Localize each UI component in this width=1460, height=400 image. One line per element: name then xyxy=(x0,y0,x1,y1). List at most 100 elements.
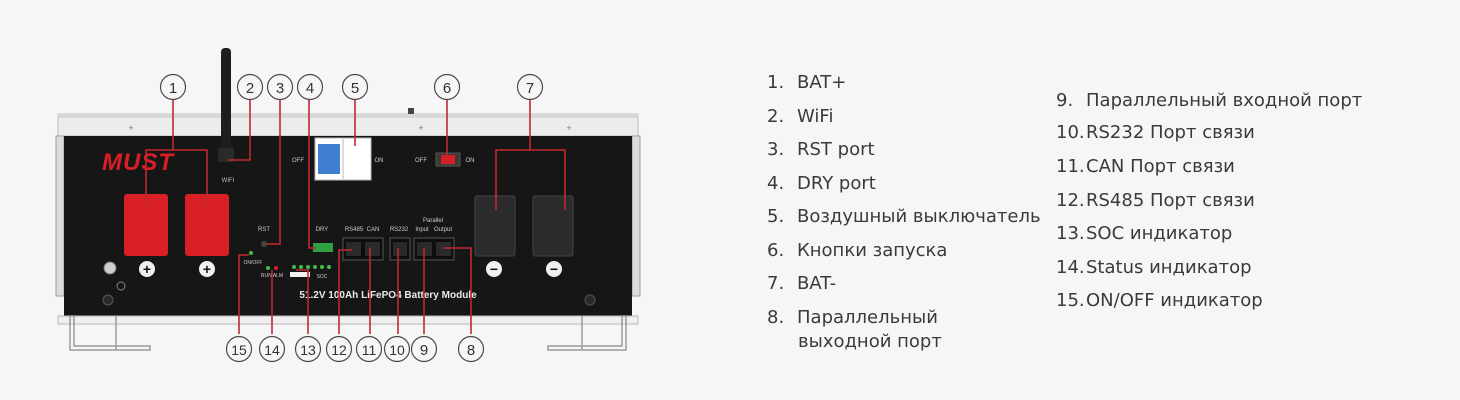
rst-label: RST xyxy=(258,227,270,233)
callout-circle-11 xyxy=(355,335,383,363)
minus-icon-2 xyxy=(546,261,562,277)
rs232-port xyxy=(393,242,407,256)
on-off-led-label: ON/OFF xyxy=(244,260,263,266)
callout-number-6: 6 xyxy=(443,80,451,97)
legend-item-9: 9. Параллельный входной порт xyxy=(1056,90,1362,112)
callout-circle-8 xyxy=(457,335,485,363)
legend-item-number: 9. xyxy=(1056,90,1074,111)
legend-item-label-line2: выходной порт xyxy=(798,331,942,352)
soc-led-3 xyxy=(306,265,310,269)
callout-number-8: 8 xyxy=(467,342,475,359)
legend-item-number: 13. xyxy=(1056,223,1085,244)
callout-numbers: 1 2 3 4 5 6 7 8 9 10 11 12 13 14 15 xyxy=(169,80,534,359)
leader-line-7 xyxy=(495,100,531,210)
legend-item-number: 5. xyxy=(767,206,785,227)
legend-item-1: 1. BAT+ xyxy=(767,72,846,94)
minus-symbol-2: − xyxy=(550,261,558,277)
output-label: Output xyxy=(434,227,452,233)
callout-number-7: 7 xyxy=(526,80,534,97)
callout-number-14: 14 xyxy=(264,342,280,358)
callout-leader-lines xyxy=(145,99,566,334)
callout-number-5: 5 xyxy=(351,80,359,97)
legend-item-number: 2. xyxy=(767,106,785,127)
leader-line-8 xyxy=(443,247,472,334)
callout-circle-1 xyxy=(159,73,187,101)
input-label: Input xyxy=(415,227,429,233)
legend-item-number: 7. xyxy=(767,273,785,294)
leader-line-12 xyxy=(338,249,352,334)
leader-line-7b xyxy=(530,149,566,210)
leader-line-3 xyxy=(266,100,281,245)
legend-item-label: BAT- xyxy=(797,273,837,294)
legend-item-7: 7. BAT- xyxy=(767,273,836,295)
legend-item-label: SOC индикатор xyxy=(1086,223,1233,244)
bat-minus-terminal-2 xyxy=(532,195,574,257)
model-label: 51.2V 100Ah LiFePO4 Battery Module xyxy=(299,290,477,301)
ground-screw xyxy=(103,261,117,275)
legend-item-label: BAT+ xyxy=(797,72,847,93)
dry-label: DRY xyxy=(316,227,329,233)
soc-led-2 xyxy=(299,265,303,269)
legend-item-label: Параллельный входной порт xyxy=(1086,90,1363,111)
legend-item-11: 11.CAN Порт связи xyxy=(1056,156,1235,178)
start-on-label: ON xyxy=(466,158,475,164)
legend-item-3: 3. RST port xyxy=(767,139,875,161)
leader-line-15 xyxy=(238,254,249,334)
wifi-antenna-base xyxy=(218,148,234,162)
bat-minus-terminals: − − xyxy=(474,195,574,277)
left-foot xyxy=(69,315,151,351)
callout-number-12: 12 xyxy=(331,342,347,358)
legend-item-label: RS485 Порт связи xyxy=(1086,190,1255,211)
start-off-label: OFF xyxy=(415,158,427,164)
leader-line-2 xyxy=(228,100,251,161)
callout-number-9: 9 xyxy=(420,342,428,359)
leader-line-4 xyxy=(308,100,316,249)
soc-led-6 xyxy=(327,265,331,269)
parallel-label: Parallel xyxy=(423,218,443,224)
air-breaker-lever xyxy=(318,144,340,174)
legend-item-number: 1. xyxy=(767,72,785,93)
legend-item-number: 3. xyxy=(767,139,785,160)
leader-line-1b xyxy=(173,149,208,206)
callout-circle-13 xyxy=(294,335,322,363)
panel-screw-left xyxy=(102,294,114,306)
callout-circle-4 xyxy=(296,73,324,101)
callout-number-13: 13 xyxy=(300,342,316,358)
callout-circle-2 xyxy=(236,73,264,101)
callout-number-1: 1 xyxy=(169,80,177,97)
on-off-led xyxy=(249,251,253,255)
legend-item-2: 2.WiFi xyxy=(767,106,833,128)
legend-item-number: 10. xyxy=(1056,122,1085,143)
legend-item-label: Кнопки запуска xyxy=(797,240,948,261)
callout-circle-9 xyxy=(410,335,438,363)
can-label: CAN xyxy=(367,227,380,233)
legend-item-number: 15. xyxy=(1056,290,1085,311)
wifi-antenna xyxy=(221,48,231,152)
plus-symbol-1: + xyxy=(143,261,151,277)
brand-logo: MUST xyxy=(102,149,175,176)
legend-item-6: 6. Кнопки запуска xyxy=(767,240,947,262)
legend-item-10: 10.RS232 Порт связи xyxy=(1056,122,1255,144)
legend-item-number: 6. xyxy=(767,240,785,261)
bat-plus-terminal-1 xyxy=(124,194,168,256)
callout-circle-3 xyxy=(266,73,294,101)
legend-item-number: 11. xyxy=(1056,156,1085,177)
soc-label: SOC xyxy=(317,274,328,280)
soc-led-4 xyxy=(313,265,317,269)
air-breaker-divider xyxy=(342,138,344,180)
callout-number-3: 3 xyxy=(276,80,284,97)
lid-screw-2: + xyxy=(418,123,423,133)
legend-item-label: RST port xyxy=(797,139,875,160)
minus-icon-1 xyxy=(486,261,502,277)
callout-circle-7 xyxy=(516,73,544,101)
alm-led xyxy=(274,266,278,270)
right-foot xyxy=(547,315,627,351)
callout-number-2: 2 xyxy=(246,80,254,97)
callout-circle-14 xyxy=(258,335,286,363)
legend-item-4: 4.DRY port xyxy=(767,173,876,195)
legend-item-number: 14. xyxy=(1056,257,1085,278)
bat-plus-terminals: + + xyxy=(124,194,229,277)
legend-item-15: 15.ON/OFF индикатор xyxy=(1056,290,1263,312)
leader-line-1 xyxy=(145,99,174,206)
